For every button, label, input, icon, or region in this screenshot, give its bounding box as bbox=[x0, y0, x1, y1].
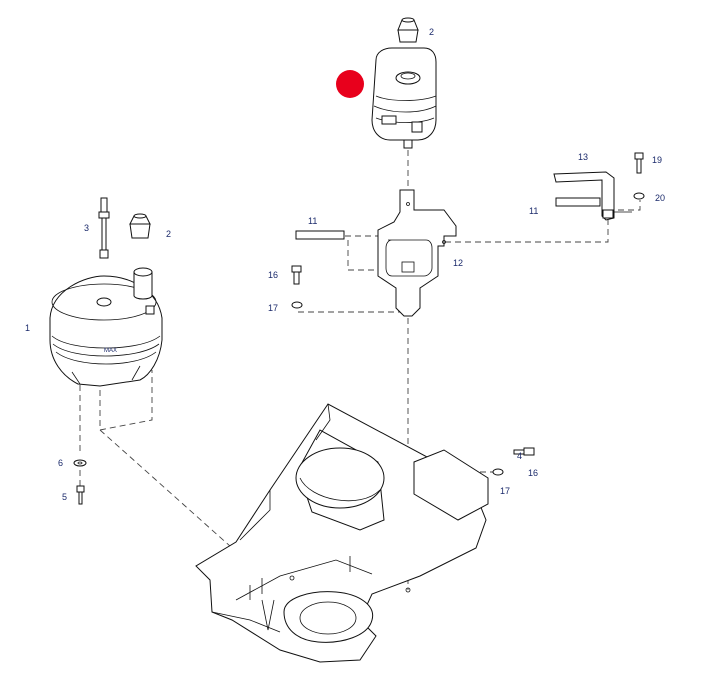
rubber-strip-11-middle bbox=[295, 230, 345, 240]
frame-assembly bbox=[195, 403, 489, 663]
callout-2-top: 2 bbox=[429, 27, 434, 37]
callout-2-left: 2 bbox=[166, 229, 171, 239]
bolt-16-middle bbox=[291, 265, 302, 285]
mounting-bracket-12 bbox=[377, 189, 457, 317]
bolt-16-right bbox=[513, 447, 535, 456]
callout-17-middle: 17 bbox=[268, 303, 278, 313]
coolant-tank-top bbox=[371, 47, 437, 149]
washer-17-middle bbox=[291, 301, 303, 309]
highlight-marker bbox=[336, 70, 364, 98]
callout-3: 3 bbox=[84, 223, 89, 233]
callout-19: 19 bbox=[652, 155, 662, 165]
callout-16-right: 16 bbox=[528, 468, 538, 478]
callout-labels: 1 2 2 3 4 5 6 11 11 12 13 16 16 17 17 19… bbox=[25, 27, 665, 502]
callout-20: 20 bbox=[655, 193, 665, 203]
expansion-tank-1: MAX bbox=[49, 267, 163, 387]
washer-17-right bbox=[492, 468, 504, 476]
side-bracket-13 bbox=[553, 171, 632, 221]
washer-6 bbox=[73, 459, 87, 467]
callout-16-middle: 16 bbox=[268, 270, 278, 280]
callout-5: 5 bbox=[62, 492, 67, 502]
callout-17-right: 17 bbox=[500, 486, 510, 496]
callout-11-middle: 11 bbox=[308, 216, 317, 226]
callout-6: 6 bbox=[58, 458, 63, 468]
bolt-5 bbox=[76, 485, 85, 505]
callout-12: 12 bbox=[453, 258, 463, 268]
tank-stamp: MAX bbox=[104, 348, 117, 354]
washer-20 bbox=[633, 192, 645, 200]
filler-cap-2-top bbox=[397, 17, 419, 43]
bolt-19 bbox=[634, 152, 644, 174]
filler-cap-2-left bbox=[129, 213, 151, 239]
callout-13: 13 bbox=[578, 152, 588, 162]
callout-11-right: 11 bbox=[529, 206, 538, 216]
callout-4: 4 bbox=[517, 451, 522, 461]
level-sensor-3 bbox=[98, 197, 110, 259]
callout-1: 1 bbox=[25, 323, 30, 333]
